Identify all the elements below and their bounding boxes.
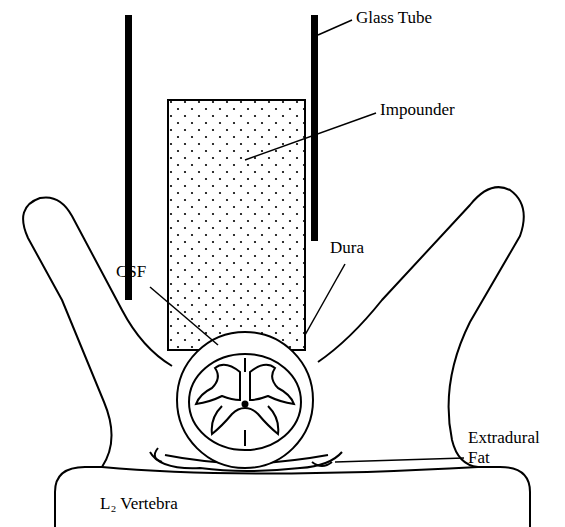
spinal-cord: [189, 354, 301, 450]
gray-matter: [196, 358, 294, 446]
glass-tube-wall: [125, 15, 132, 300]
impounder: [168, 100, 305, 350]
vertebra-label: L₂ Vertebra: [100, 494, 178, 514]
tube-label: Glass Tube: [356, 8, 432, 28]
fat-label: Extradural Fat: [468, 428, 558, 467]
dura: [177, 332, 313, 468]
leader-line: [318, 20, 352, 35]
vertebral-body-top: [102, 467, 478, 474]
vertebra-outline: [318, 187, 530, 527]
leader-line: [150, 287, 218, 345]
glass-tube-wall: [311, 15, 318, 241]
vertebra-outline: [23, 197, 172, 527]
impounder-label: Impounder: [380, 100, 455, 120]
dura-label: Dura: [330, 238, 364, 258]
leader-line: [245, 113, 376, 160]
extradural-fat-lobe: [312, 462, 332, 466]
leader-line: [305, 264, 345, 335]
leader-line: [335, 458, 464, 462]
extradural-fat-lobe: [155, 448, 162, 462]
csf-label: CSF: [116, 262, 146, 282]
